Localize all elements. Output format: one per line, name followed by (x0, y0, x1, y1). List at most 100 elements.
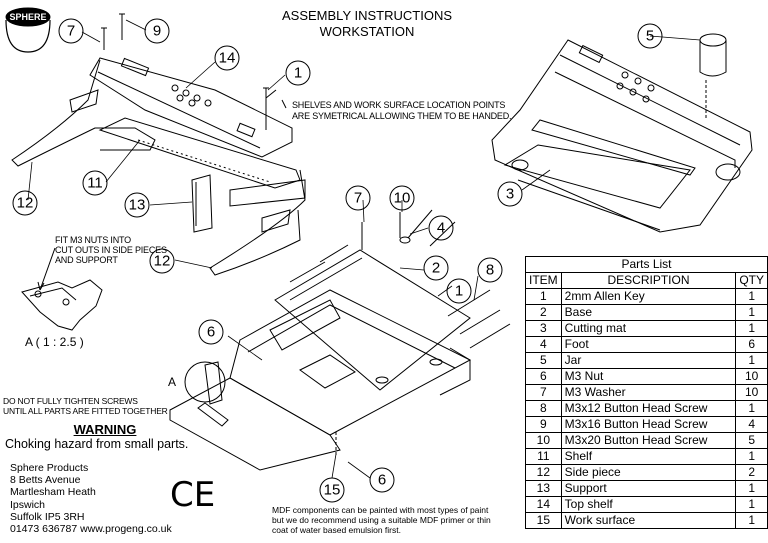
col-header-item: ITEM (525, 272, 562, 289)
cell-description: M3x12 Button Head Screw (560, 400, 737, 417)
callout-6: 6 (378, 472, 386, 489)
m3-note-line3: AND SUPPORT (55, 255, 118, 265)
cell-description: M3x20 Button Head Screw (560, 432, 737, 449)
callout-numbers: 7 9 14 1 11 12 13 12 5 3 7 10 4 2 8 1 6 … (17, 23, 655, 499)
callout-circle (319, 477, 345, 503)
callout-7: 7 (354, 190, 362, 207)
cell-qty: 1 (735, 400, 768, 417)
address-line: 01473 636787 www.progeng.co.uk (10, 523, 172, 536)
callout-circle (446, 278, 472, 304)
cell-qty: 4 (735, 416, 768, 433)
cell-qty: 1 (735, 496, 768, 513)
callout-circle (82, 170, 108, 196)
callout-circle (497, 181, 523, 207)
cell-item: 10 (525, 432, 562, 449)
callout-8: 8 (486, 262, 494, 279)
callout-1: 1 (455, 283, 463, 300)
cell-item: 12 (525, 464, 562, 481)
cell-item: 3 (525, 320, 562, 337)
cell-item: 7 (525, 384, 562, 401)
cell-qty: 1 (735, 448, 768, 465)
callout-circle (214, 45, 240, 71)
callout-2: 2 (432, 260, 440, 277)
detail-marker: A (168, 375, 177, 389)
cell-description: Base (560, 304, 737, 321)
cell-description: Jar (560, 352, 737, 369)
company-address: Sphere Products 8 Betts Avenue Martlesha… (10, 462, 172, 535)
cell-item: 5 (525, 352, 562, 369)
callout-circle (58, 18, 84, 44)
callout-11: 11 (87, 175, 103, 192)
callout-9: 9 (153, 23, 161, 40)
cell-qty: 5 (735, 432, 768, 449)
address-line: 8 Betts Avenue (10, 474, 81, 487)
warning-title: WARNING (73, 422, 137, 437)
cell-item: 1 (525, 288, 562, 305)
callout-4: 4 (437, 220, 445, 237)
address-line: Martlesham Heath (10, 486, 96, 499)
address-line: Suffolk IP5 3RH (10, 510, 85, 523)
cell-qty: 1 (735, 288, 768, 305)
cell-item: 8 (525, 400, 562, 417)
cell-description: Side piece (560, 464, 737, 481)
address-line: Ipswich (10, 498, 46, 511)
address-line: Sphere Products (10, 462, 89, 474)
callout-7: 7 (67, 23, 75, 40)
callout-circle (12, 190, 38, 216)
cell-qty: 1 (735, 352, 768, 369)
shelves-note-line1: SHELVES AND WORK SURFACE LOCATION POINTS (292, 100, 506, 110)
cell-item: 6 (525, 368, 562, 385)
callout-14: 14 (219, 50, 236, 67)
callout-12: 12 (154, 253, 171, 270)
callout-circle (285, 60, 311, 86)
cell-qty: 10 (735, 384, 768, 401)
cell-description: Cutting mat (560, 320, 737, 337)
assembled-view-top-right (491, 33, 753, 233)
cell-qty: 1 (735, 320, 768, 337)
callout-5: 5 (646, 28, 654, 45)
callout-circle (428, 215, 454, 241)
cell-item: 4 (525, 336, 562, 353)
mdf-note-line: MDF components can be painted with most … (272, 505, 489, 515)
cell-item: 14 (525, 496, 562, 513)
cell-description: Top shelf (560, 496, 737, 513)
callout-circle (389, 185, 415, 211)
cell-item: 11 (525, 448, 562, 465)
callout-15: 15 (324, 482, 341, 499)
callout-6: 6 (207, 324, 215, 341)
cell-qty: 2 (735, 464, 768, 481)
cell-item: 9 (525, 416, 562, 433)
cell-description: Foot (560, 336, 737, 353)
callout-circle (144, 18, 170, 44)
logo-text: SPHERE (9, 12, 46, 22)
cell-description: Support (560, 480, 737, 497)
shelves-note-line2: ARE SYMETRICAL ALLOWING THEM TO BE HANDE… (292, 111, 512, 121)
cell-description: M3 Washer (560, 384, 737, 401)
callout-circle (345, 185, 371, 211)
callout-circle (198, 319, 224, 345)
callout-circle (423, 255, 449, 281)
exploded-view-top-left (11, 13, 306, 276)
cell-qty: 1 (735, 304, 768, 321)
cell-item: 2 (525, 304, 562, 321)
callout-12: 12 (17, 195, 34, 212)
callout-10: 10 (394, 190, 411, 207)
detail-view-a (21, 247, 103, 331)
leader-lines (27, 19, 701, 479)
mdf-note-line: coat of water based emulsion first. (272, 525, 401, 535)
callout-circle (369, 467, 395, 493)
mdf-note: MDF components can be painted with most … (272, 505, 491, 535)
